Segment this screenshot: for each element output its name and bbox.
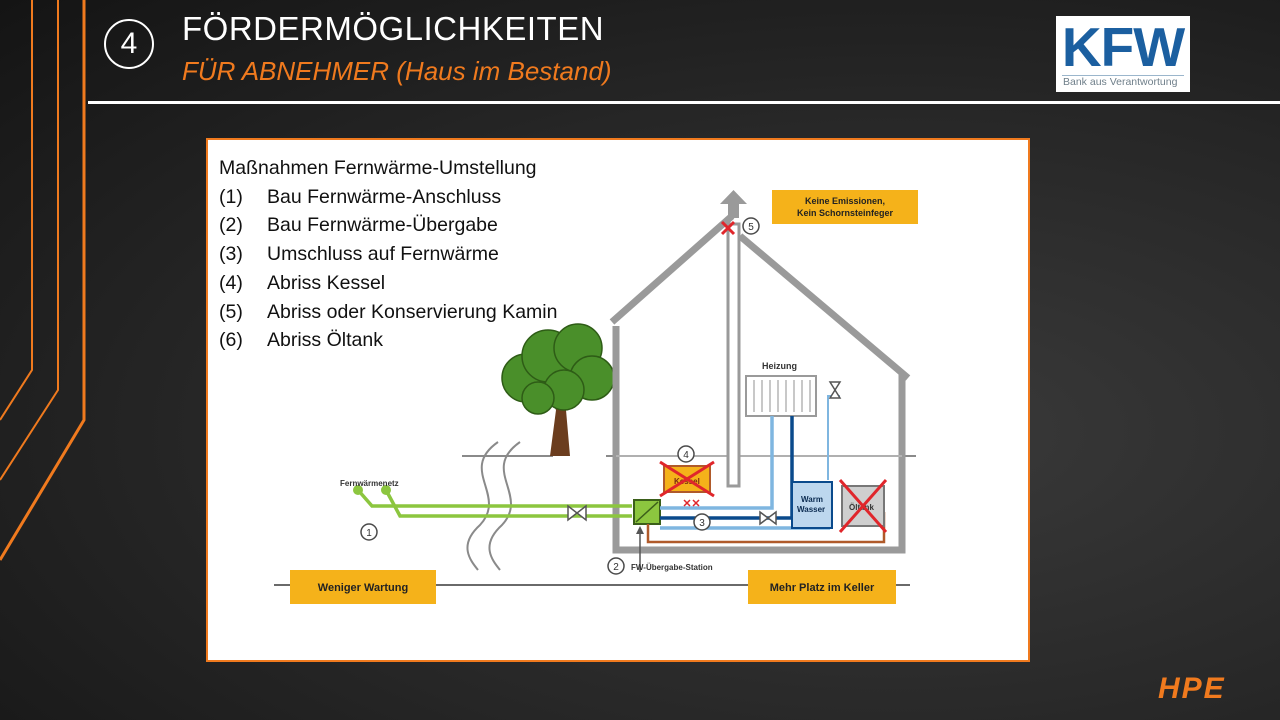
house-outline	[609, 213, 911, 554]
measures-list: Maßnahmen Fernwärme-Umstellung (1) Bau Fe…	[219, 154, 557, 355]
radiator	[745, 375, 817, 417]
chimney	[726, 222, 741, 488]
corner-decoration	[0, 0, 86, 561]
tree-crown	[501, 323, 615, 415]
boiler-label: Kessel	[674, 477, 700, 486]
benefit-box-space	[748, 570, 896, 604]
district-heating-pipes	[356, 488, 632, 518]
measure-item: (1) Bau Fernwärme-Anschluss	[219, 183, 557, 212]
measure-text: Umschluss auf Fernwärme	[267, 243, 499, 266]
hot-water-label-2: Wasser	[797, 505, 825, 514]
network-node-a	[353, 485, 363, 495]
benefit-space: Mehr Platz im Keller	[770, 582, 875, 594]
marker-3: 3	[699, 518, 705, 529]
heating-label: Heizung	[762, 361, 797, 371]
benefit-box-maintenance	[290, 570, 436, 604]
header-divider	[88, 101, 1280, 104]
measure-text: Abriss oder Konservierung Kamin	[267, 300, 558, 323]
measure-number: (4)	[219, 271, 243, 294]
marker-1: 1	[366, 528, 372, 539]
marker-5: 5	[748, 222, 754, 233]
measure-item: (4) Abriss Kessel	[219, 269, 557, 298]
step-number-badge: 4	[104, 19, 154, 69]
benefit-emissions-line-2: Kein Schornsteinfeger	[797, 208, 894, 218]
measure-item: (6) Abriss Öltank	[219, 326, 557, 355]
measures-heading: Maßnahmen Fernwärme-Umstellung	[219, 157, 537, 179]
radiator-fins	[753, 380, 811, 412]
benefit-box-emissions	[772, 190, 918, 224]
measure-number: (6)	[219, 329, 243, 352]
page-subtitle: FÜR ABNEHMER (Haus im Bestand)	[182, 56, 612, 86]
kfw-logo: KFW Bank aus Verantwortung	[1056, 16, 1190, 92]
chimney-removed-cross	[720, 220, 736, 236]
measure-item: (3) Umschluss auf Fernwärme	[219, 240, 557, 269]
radiator-valve-icon	[828, 381, 842, 399]
measure-text: Bau Fernwärme-Übergabe	[267, 214, 498, 237]
network-label: Fernwärmenetz	[340, 479, 399, 488]
district-heating-diagram: Heizung Fernwärmenetz FW-Übergabe-Statio…	[206, 138, 1030, 662]
hpe-logo: HPE	[1158, 672, 1226, 705]
kfw-logo-tagline: Bank aus Verantwortung	[1063, 76, 1178, 88]
measure-number: (5)	[219, 300, 243, 323]
measure-number: (3)	[219, 243, 243, 266]
transfer-station-diagonal	[635, 501, 659, 523]
benefit-maintenance: Weniger Wartung	[318, 582, 408, 594]
page-title: FÖRDERMÖGLICHKEITEN	[182, 10, 605, 47]
valve-icon	[567, 504, 587, 522]
station-label: FW-Übergabe-Station	[631, 563, 713, 572]
hot-water-tank	[791, 481, 833, 529]
station-pointer-head	[636, 526, 644, 534]
kfw-logo-mark: KFW	[1061, 16, 1185, 78]
hot-water-label-1: Warm	[801, 495, 823, 504]
measure-number: (1)	[219, 185, 243, 208]
boiler-removed-cross	[659, 460, 715, 498]
marker-4: 4	[683, 450, 689, 461]
supply-valve-icon	[759, 510, 777, 526]
measure-text: Abriss Öltank	[267, 329, 383, 352]
oil-tank-removed-cross	[838, 479, 888, 533]
measure-text: Bau Fernwärme-Anschluss	[267, 185, 502, 208]
kfw-logo-rule	[1062, 75, 1184, 76]
measure-item: (2) Bau Fernwärme-Übergabe	[219, 211, 557, 240]
benefit-emissions-line-1: Keine Emissionen,	[805, 196, 885, 206]
marker-2: 2	[613, 562, 619, 573]
measure-number: (2)	[219, 214, 243, 237]
exhaust-arrow	[720, 190, 747, 218]
burner-removed-marks	[683, 499, 700, 507]
number-markers	[360, 217, 760, 575]
diagram-graphic: Heizung Fernwärmenetz FW-Übergabe-Statio…	[274, 190, 918, 604]
network-node-b	[381, 485, 391, 495]
measure-item: (5) Abriss oder Konservierung Kamin	[219, 298, 557, 327]
measure-text: Abriss Kessel	[267, 271, 386, 294]
